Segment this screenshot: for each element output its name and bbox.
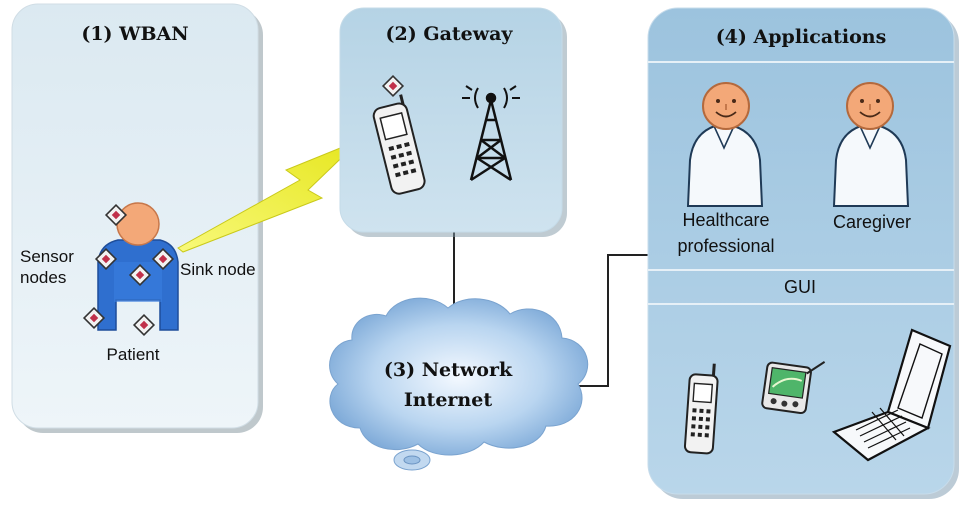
- antenna-tower-icon: [462, 85, 520, 182]
- person-icon: [686, 82, 764, 207]
- network-title-line1: (3) Network: [384, 359, 513, 381]
- connection-lines: [453, 232, 648, 387]
- wban-panel: (1) WBAN Sensor nodes Sink node Patient: [11, 3, 263, 433]
- network-applications-line: [577, 254, 648, 387]
- network-cloud: (3) Network Internet: [329, 297, 589, 471]
- network-title-line2: Internet: [404, 389, 492, 411]
- wban-title: (1) WBAN: [81, 23, 188, 45]
- patient-face-icon: [116, 202, 160, 246]
- gateway-title: (2) Gateway: [386, 23, 514, 45]
- applications-panel: (4) Applications Healthcare professional…: [647, 7, 959, 499]
- gui-label: GUI: [784, 277, 816, 297]
- laptop-icon: [831, 328, 952, 462]
- phone-icon: [683, 363, 719, 455]
- caregiver-label: Caregiver: [833, 212, 911, 232]
- applications-title: (4) Applications: [716, 26, 887, 48]
- patient-label: Patient: [107, 345, 160, 364]
- pda-icon: [761, 361, 826, 415]
- sensor-nodes-label-1: Sensor: [20, 247, 74, 266]
- gateway-panel: (2) Gateway: [339, 7, 567, 237]
- healthcare-label-line2: professional: [677, 236, 774, 256]
- sensor-nodes-label-2: nodes: [20, 268, 66, 287]
- wireless-link-bolt-icon: [177, 139, 361, 253]
- person-icon: [832, 82, 910, 207]
- sink-node-label: Sink node: [180, 260, 256, 279]
- phone-icon: [372, 94, 426, 195]
- healthcare-label-line1: Healthcare: [682, 210, 769, 230]
